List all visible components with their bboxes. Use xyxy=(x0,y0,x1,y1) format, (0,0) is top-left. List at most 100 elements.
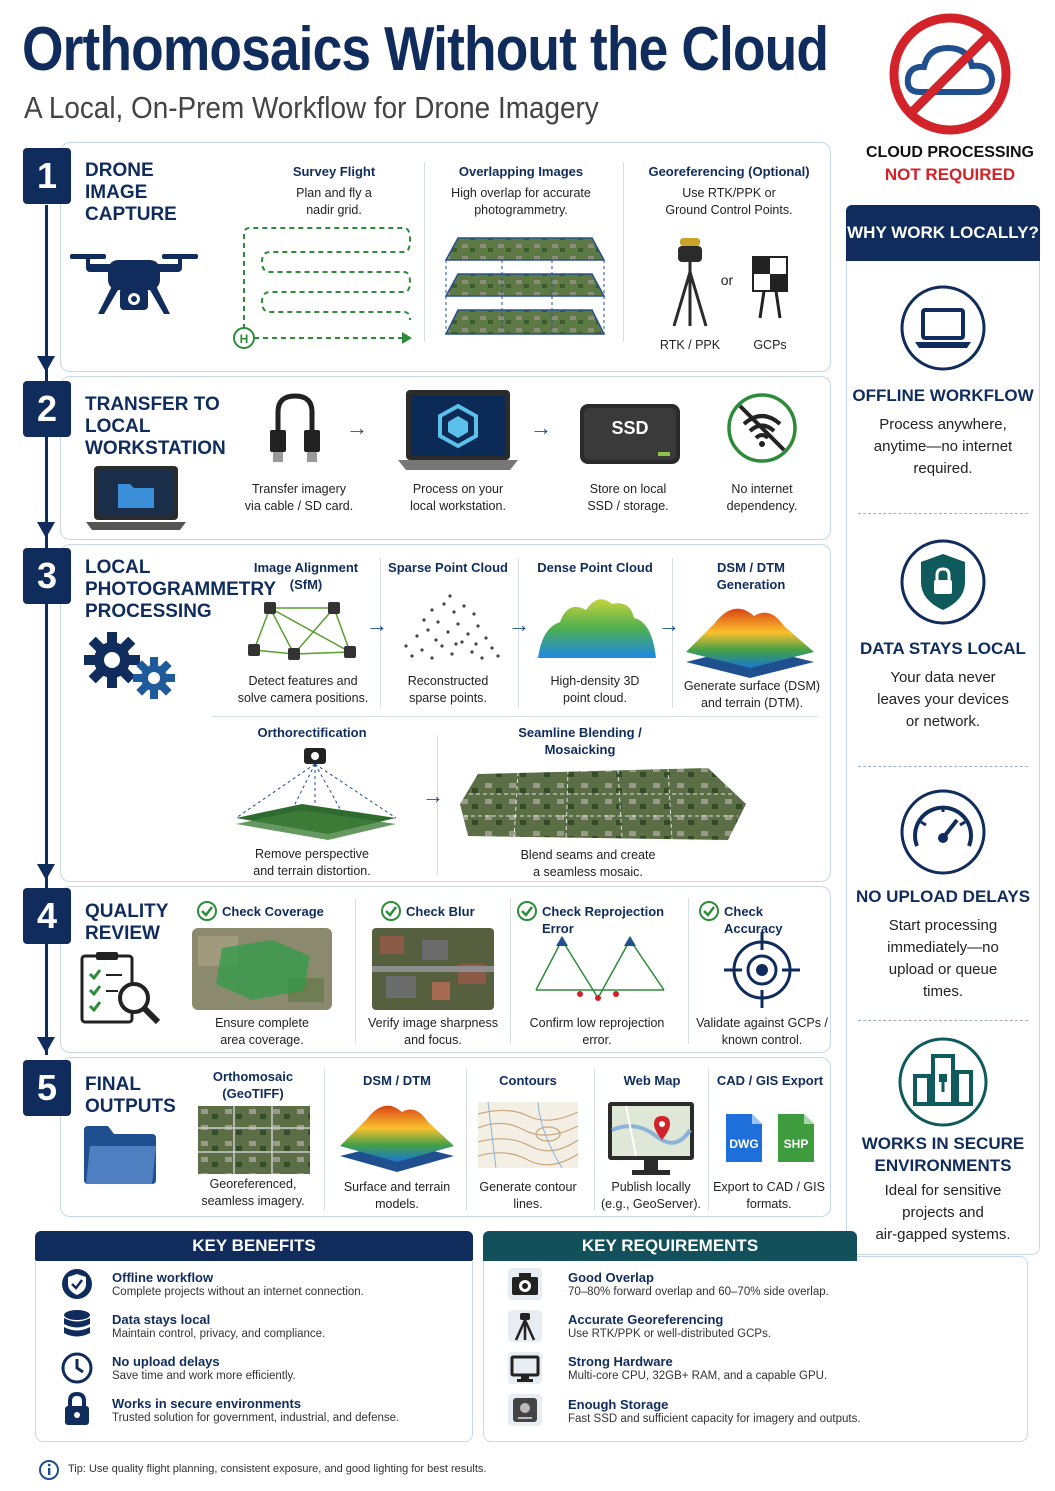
dwg-file-icon: DWG xyxy=(726,1114,762,1162)
benefit-text: Save time and work more efficiently. xyxy=(112,1370,296,1382)
why-title: OFFLINE WORKFLOW xyxy=(852,386,1034,405)
dsm-dtm-icon xyxy=(686,608,814,678)
requirement-text: Multi-core CPU, 32GB+ RAM, and a capable… xyxy=(568,1370,828,1382)
check-icon xyxy=(197,901,217,921)
tip-text: Tip: Use quality flight planning, consis… xyxy=(68,1463,487,1475)
step-5-panel xyxy=(60,1057,831,1217)
col-heading: Image Alignment(SfM) xyxy=(253,560,359,592)
gears-icon xyxy=(84,632,175,699)
benefit-text: Maintain control, privacy, and complianc… xyxy=(112,1328,326,1340)
col-heading: Web Map xyxy=(623,1073,681,1088)
dense-cloud-icon xyxy=(538,599,656,658)
flight-path-icon: H xyxy=(233,227,412,349)
benefit-title: Data stays local xyxy=(112,1312,211,1327)
key-benefits-panel xyxy=(35,1260,473,1442)
benefit-title: No upload delays xyxy=(112,1354,220,1369)
alignment-network-icon xyxy=(248,602,356,660)
info-icon xyxy=(39,1460,59,1480)
shp-label: SHP xyxy=(784,1137,809,1151)
page-title: Orthomosaics Without the Cloud xyxy=(22,15,829,84)
laptop-icon xyxy=(900,285,986,371)
col-heading: Check Blur xyxy=(406,904,475,919)
col-text: Validate against GCPs /known control. xyxy=(696,1016,828,1047)
check-icon xyxy=(517,901,537,921)
col-heading: Seamline Blending /Mosaicking xyxy=(518,725,642,757)
col-text: Publish locally(e.g., GeoServer). xyxy=(600,1180,702,1211)
rtk-label: RTK / PPK xyxy=(659,338,721,352)
arrow-icon: → xyxy=(366,612,388,637)
why-heading: WHY WORK LOCALLY? xyxy=(846,205,1040,261)
col-heading: Georeferencing (Optional) xyxy=(648,164,810,179)
col-heading: Overlapping Images xyxy=(458,164,584,179)
arrow-icon: → xyxy=(508,612,530,637)
shield-lock-icon xyxy=(900,539,986,625)
accuracy-target-icon xyxy=(724,932,800,1008)
step-number: 3 xyxy=(23,548,71,604)
blur-check-image xyxy=(372,928,494,1010)
benefit-text: Complete projects without an internet co… xyxy=(112,1286,364,1298)
col-heading: Sparse Point Cloud xyxy=(388,560,508,575)
speedometer-icon xyxy=(900,789,986,875)
benefit-text: Trusted solution for government, industr… xyxy=(112,1412,400,1424)
step-number: 1 xyxy=(23,148,71,204)
hard-drive-icon xyxy=(508,1394,542,1426)
badge-line1: CLOUD PROCESSING xyxy=(865,144,1034,161)
requirement-title: Strong Hardware xyxy=(568,1354,673,1369)
page-subtitle: A Local, On-Prem Workflow for Drone Imag… xyxy=(24,90,599,125)
gcp-target-icon xyxy=(752,256,788,319)
clock-icon xyxy=(61,1352,93,1384)
step-number: 4 xyxy=(23,888,71,944)
camera-icon xyxy=(508,1268,542,1300)
requirement-title: Good Overlap xyxy=(568,1270,654,1285)
tripod-icon xyxy=(508,1310,542,1342)
col-text: Georeferenced,seamless imagery. xyxy=(201,1177,305,1208)
lock-icon xyxy=(65,1391,89,1425)
laptop-folder-icon xyxy=(86,466,186,530)
no-wifi-icon xyxy=(727,393,797,463)
mosaic-icon xyxy=(460,767,746,840)
arrow-icon: → xyxy=(530,415,552,440)
benefit-title: Offline workflow xyxy=(112,1270,214,1285)
rtk-tripod-icon xyxy=(672,238,708,327)
database-icon xyxy=(64,1310,90,1337)
timeline-arrow xyxy=(37,356,55,372)
col-heading: CAD / GIS Export xyxy=(716,1073,824,1088)
coverage-map-icon xyxy=(192,928,332,1010)
folder-icon xyxy=(84,1126,156,1184)
benefit-title: Works in secure environments xyxy=(112,1396,302,1411)
requirement-title: Accurate Georeferencing xyxy=(568,1312,724,1327)
home-marker: H xyxy=(240,332,249,346)
ssd-icon: SSD xyxy=(580,404,680,464)
monitor-icon xyxy=(508,1352,542,1384)
timeline-arrow xyxy=(37,522,55,538)
key-benefits-heading: KEY BENEFITS xyxy=(35,1231,473,1261)
col-heading: Dense Point Cloud xyxy=(537,560,653,575)
or-label: or xyxy=(720,272,734,288)
requirement-title: Enough Storage xyxy=(568,1397,669,1412)
secure-building-icon xyxy=(898,1037,988,1127)
col-heading: Orthomosaic(GeoTIFF) xyxy=(212,1069,294,1101)
no-cloud-icon xyxy=(889,13,1011,135)
